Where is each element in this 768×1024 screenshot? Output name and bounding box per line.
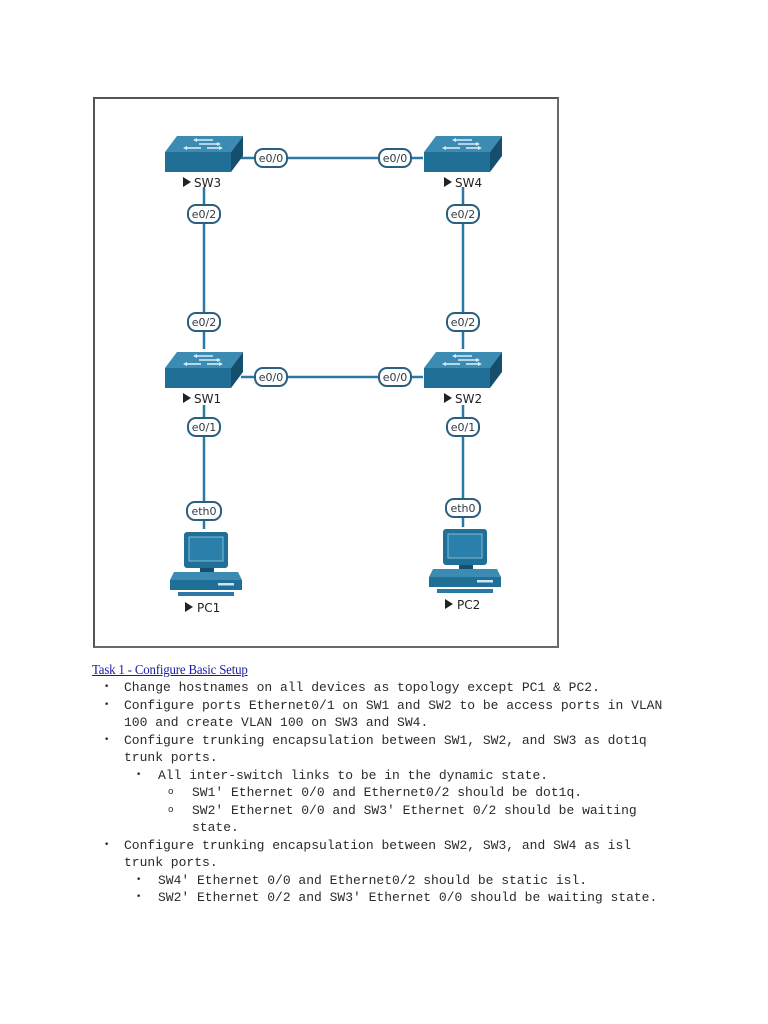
port-badge	[186, 501, 222, 521]
port-label-pc2-eth0: eth0	[450, 502, 475, 515]
bullet-icon: •	[136, 874, 142, 885]
bullet-icon: •	[104, 682, 110, 692]
port-label-sw2-e00: e0/0	[383, 371, 407, 384]
device-label-pc1: PC1	[185, 601, 220, 615]
switch-icon[interactable]	[164, 135, 244, 173]
device-label-sw4: SW4	[444, 176, 482, 190]
port-badge	[378, 367, 412, 387]
port-label-sw1-e00: e0/0	[259, 371, 283, 384]
task-item: •Configure trunking encapsulation betwee…	[104, 732, 655, 766]
port-badge	[446, 312, 480, 332]
pc-icon[interactable]	[428, 528, 502, 594]
port-badge	[446, 417, 480, 437]
svg-text:SW3: SW3	[194, 176, 221, 190]
bullet-icon: •	[136, 892, 142, 902]
port-badge	[187, 417, 221, 437]
topology-diagram: SW3 SW4 SW1 SW2 PC1 PC2	[93, 97, 559, 648]
task-list: •Change hostnames on all devices as topo…	[92, 679, 692, 907]
bullet-icon: •	[136, 769, 142, 780]
port-label-sw1-e02: e0/2	[192, 316, 216, 329]
port-badge	[378, 148, 412, 168]
port-badge	[254, 367, 288, 387]
switch-icon[interactable]	[164, 351, 244, 389]
bullet-icon: •	[104, 734, 110, 745]
task-subitem: •All inter-switch links to be in the dyn…	[136, 767, 549, 783]
device-label-sw1: SW1	[183, 392, 221, 406]
port-label-sw1-e01: e0/1	[192, 421, 216, 434]
svg-text:PC2: PC2	[457, 598, 480, 612]
task-title-link[interactable]: Task 1 - Configure Basic Setup	[92, 663, 248, 678]
port-label-sw4-e02: e0/2	[451, 208, 475, 221]
bullet-icon: •	[104, 699, 110, 710]
task-item: •Configure ports Ethernet0/1 on SW1 and …	[104, 697, 671, 731]
task-section: Task 1 - Configure Basic Setup •Change h…	[92, 661, 692, 907]
circle-bullet-icon: o	[168, 804, 174, 815]
svg-text:SW4: SW4	[455, 176, 482, 190]
circle-bullet-icon: o	[168, 787, 174, 797]
switch-icon[interactable]	[423, 351, 503, 389]
play-icon	[445, 599, 453, 609]
topology-svg: SW3 SW4 SW1 SW2 PC1 PC2	[164, 135, 503, 615]
pc-icon[interactable]	[169, 531, 243, 597]
port-badge	[187, 312, 221, 332]
task-subitem: •SW2' Ethernet 0/2 and SW3' Ethernet 0/0…	[136, 890, 658, 905]
task-subitem: •SW4' Ethernet 0/0 and Ethernet0/2 shoul…	[136, 872, 588, 888]
port-label-sw3-e00: e0/0	[259, 152, 283, 165]
device-label-sw2: SW2	[444, 392, 482, 406]
svg-text:PC1: PC1	[197, 601, 220, 615]
port-badge	[187, 204, 221, 224]
port-label-pc1-eth0: eth0	[191, 505, 216, 518]
port-label-sw4-e00: e0/0	[383, 152, 407, 165]
play-icon	[183, 177, 191, 187]
port-badge	[445, 498, 481, 518]
svg-text:SW2: SW2	[455, 392, 482, 406]
play-icon	[444, 177, 452, 187]
play-icon	[185, 602, 193, 612]
play-icon	[183, 393, 191, 403]
svg-text:SW1: SW1	[194, 392, 221, 406]
port-badge	[254, 148, 288, 168]
switch-icon[interactable]	[423, 135, 503, 173]
port-label-sw2-e02: e0/2	[451, 316, 475, 329]
device-label-pc2: PC2	[445, 598, 480, 612]
play-icon	[444, 393, 452, 403]
bullet-icon: •	[104, 839, 110, 850]
port-badge	[446, 204, 480, 224]
port-label-sw2-e01: e0/1	[451, 421, 475, 434]
task-item: •Configure trunking encapsulation betwee…	[104, 837, 639, 871]
port-label-sw3-e02: e0/2	[192, 208, 216, 221]
task-item: •Change hostnames on all devices as topo…	[104, 680, 600, 695]
device-label-sw3: SW3	[183, 176, 221, 190]
